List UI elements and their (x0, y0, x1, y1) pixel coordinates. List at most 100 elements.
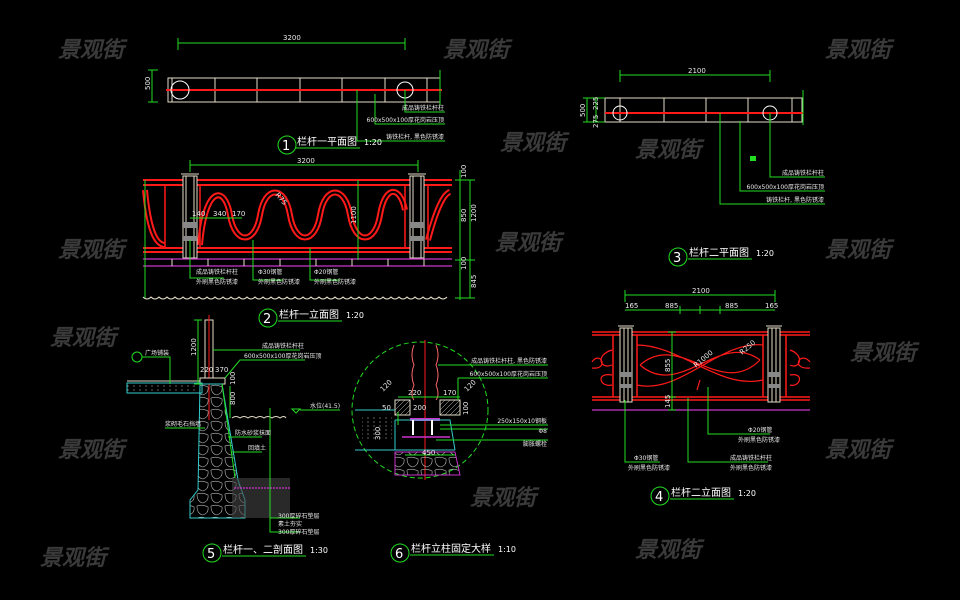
watermark: 景观街 (850, 341, 920, 366)
dim-width: 500 (579, 104, 587, 117)
view-title: 栏杆一平面图 (297, 135, 357, 148)
dim: 165 (625, 302, 638, 310)
leader-label: Φ30钢管 (634, 454, 658, 462)
dim: 165 (765, 302, 778, 310)
dim: 145 (664, 395, 672, 408)
view1-railing-plan: 3200 500 成品铸铁栏杆柱 600x500x100厚花岗岩压顶 铸铁栏杆,… (144, 34, 445, 155)
watermark: 景观街 (58, 238, 128, 263)
view2-railing-elevation: 3200 140 340 170 R75 1100 100 850 12 (142, 157, 478, 328)
view-title: 栏杆一、二剖面图 (223, 543, 303, 556)
leader-label: Φ30钢管 (258, 268, 282, 276)
leader-label: 600x500x100厚花岗岩压顶 (747, 183, 824, 191)
dim: 885 (665, 302, 678, 310)
dim: 845 (470, 275, 478, 288)
leader-label: 250x150x10钢板 (497, 417, 547, 425)
dim: 220 (200, 366, 213, 374)
view-scale: 1:20 (364, 138, 382, 147)
dim-length: 3200 (283, 34, 301, 42)
post-right (408, 173, 426, 259)
leader-label: Φ8 (538, 428, 547, 435)
view6-post-fixing-detail: 120 220 170 120 50 200 100 450 300 成品铸铁栏… (351, 340, 548, 563)
watermark: 景观街 (58, 38, 128, 63)
view-scale: 1:10 (498, 545, 516, 554)
leader-label: 300厚碎石垫层 (278, 512, 319, 520)
dim: 1200 (190, 338, 198, 356)
dim-length: 3200 (297, 157, 315, 165)
leader-label: 外刷黑色防锈漆 (314, 278, 356, 286)
leader-label: 广场铺装 (145, 349, 169, 357)
leader-label: 成品铸铁栏杆柱 (196, 268, 238, 276)
dim: 100 (460, 165, 468, 178)
leader-label: 600x500x100厚花岗岩压顶 (470, 370, 547, 378)
view-scale: 1:20 (756, 249, 774, 258)
leader-label: 浆砌毛石挡墙 (165, 420, 201, 428)
leader-label: 外刷黑色防锈漆 (196, 278, 238, 286)
leader-label: Φ20钢管 (748, 426, 772, 434)
leader-label: 外刷黑色防锈漆 (258, 278, 300, 286)
view-number: 6 (395, 547, 403, 562)
view-title: 栏杆二平面图 (689, 246, 749, 259)
view3-railing-plan: 2100 500 225 275 成品铸铁栏杆柱 600x500x100厚花岗岩… (579, 67, 825, 267)
view-number: 2 (263, 312, 271, 327)
dim-width: 500 (144, 77, 152, 90)
watermark: 景观街 (443, 38, 513, 63)
dim: 120 (379, 378, 394, 393)
leader-label: 铸铁栏杆, 黑色防锈漆 (766, 196, 824, 204)
dim: 300 (374, 427, 382, 440)
leader-label: 成品铸铁栏杆柱 (782, 169, 824, 177)
view-title: 栏杆立柱固定大样 (411, 542, 491, 555)
watermark: 景观街 (500, 131, 570, 156)
dim-length: 2100 (692, 287, 710, 295)
dim: 100 (460, 257, 468, 270)
dim: 855 (664, 359, 672, 372)
view-number: 4 (655, 490, 663, 505)
leader-label: 铸铁栏杆, 黑色防锈漆 (386, 133, 444, 141)
view-scale: 1:20 (738, 489, 756, 498)
leader-label: 600x500x100厚花岗岩压顶 (244, 352, 321, 360)
dim: 200 (413, 404, 426, 412)
leader-label: 成品铸铁栏杆柱 (402, 104, 444, 112)
dim: 50 (382, 404, 391, 412)
leader-label: 成品铸铁栏杆柱, 黑色防锈漆 (471, 357, 547, 365)
leader-label: 300厚碎石垫层 (278, 528, 319, 536)
dim: 225 (592, 97, 600, 110)
post-left (618, 325, 634, 403)
leader-label: 素土夯实 (278, 520, 302, 528)
leader-label: 外刷黑色防锈漆 (738, 436, 780, 444)
watermark: 景观街 (495, 231, 565, 256)
post-right (766, 325, 782, 403)
dim: 170 (232, 210, 245, 218)
watermark: 景观街 (825, 38, 895, 63)
view-number: 1 (282, 139, 290, 154)
watermarks: 景观街 景观街 景观街 景观街 景观街 景观街 景观街 景观街 景观街 景观街 … (40, 38, 920, 571)
dim: 100 (462, 402, 470, 415)
dim: 140 (192, 210, 205, 218)
dim: 800 (229, 392, 237, 405)
view-title: 栏杆二立面图 (671, 486, 731, 499)
cross-pattern (591, 344, 811, 391)
dim: 850 (460, 209, 468, 222)
watermark: 景观街 (825, 238, 895, 263)
watermark: 景观街 (50, 326, 120, 351)
watermark: 景观街 (58, 438, 128, 463)
dim: 370 (215, 366, 228, 374)
leader-label: 防水砂浆抹面 (235, 429, 271, 437)
view-scale: 1:20 (346, 311, 364, 320)
dim: 100 (229, 372, 237, 385)
view-number: 5 (207, 547, 215, 562)
water-level-label: 水位(41.5) (310, 402, 340, 410)
dim: 450 (422, 449, 435, 457)
leader-label: 600x500x100厚花岗岩压顶 (367, 116, 444, 124)
dim: 220 (408, 389, 421, 397)
dim-length: 2100 (688, 67, 706, 75)
leader-label: 成品铸铁栏杆柱 (730, 454, 772, 462)
watermark: 景观街 (635, 538, 705, 563)
watermark: 景观街 (40, 546, 110, 571)
view-number: 3 (673, 251, 681, 266)
watermark: 景观街 (825, 438, 895, 463)
leader-label: Φ20钢管 (314, 268, 338, 276)
dim: 170 (443, 389, 456, 397)
dim: 275 (592, 115, 600, 128)
dim: 885 (725, 302, 738, 310)
